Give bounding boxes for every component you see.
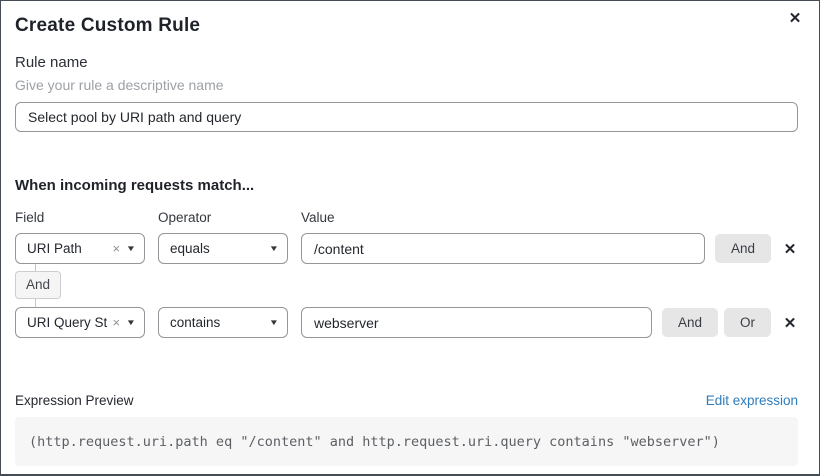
clear-field-icon[interactable]: × xyxy=(112,315,121,330)
and-button-row-2[interactable]: And xyxy=(661,308,718,337)
chevron-down-icon: ▼ xyxy=(125,318,137,327)
operator-select-2[interactable]: contains ▼ xyxy=(158,307,288,338)
chevron-down-icon: ▼ xyxy=(268,318,280,327)
close-icon[interactable]: ✕ xyxy=(784,8,806,30)
operator-select-2-value: contains xyxy=(170,315,221,330)
chevron-down-icon: ▼ xyxy=(125,244,137,253)
rule-name-input[interactable] xyxy=(15,102,798,132)
expression-code-preview: (http.request.uri.path eq "/content" and… xyxy=(15,417,798,466)
clear-field-icon[interactable]: × xyxy=(112,241,121,256)
delete-condition-2-icon[interactable]: ✕ xyxy=(783,314,797,332)
condition-column-labels: Field Operator Value xyxy=(15,210,798,225)
value-column-label: Value xyxy=(301,210,335,225)
chevron-down-icon: ▼ xyxy=(268,244,280,253)
rule-name-helper-text: Give your rule a descriptive name xyxy=(15,77,224,93)
field-column-label: Field xyxy=(15,210,45,225)
or-button-row-2[interactable]: Or xyxy=(724,308,771,337)
expression-preview-label: Expression Preview xyxy=(15,393,134,408)
condition-row-2: URI Query St... × ▼ contains ▼ And Or ✕ xyxy=(15,307,798,338)
operator-select-1-value: equals xyxy=(170,241,210,256)
field-select-2[interactable]: URI Query St... × ▼ xyxy=(15,307,145,338)
condition-connector: And xyxy=(15,264,798,307)
operator-select-1[interactable]: equals ▼ xyxy=(158,233,288,264)
expression-preview-header: Expression Preview Edit expression xyxy=(15,393,798,408)
operator-column-label: Operator xyxy=(158,210,212,225)
value-input-1[interactable] xyxy=(301,233,705,264)
connector-and-badge[interactable]: And xyxy=(15,271,62,299)
condition-row-1: URI Path × ▼ equals ▼ And ✕ xyxy=(15,233,798,264)
and-button-row-1[interactable]: And xyxy=(714,234,771,263)
field-select-2-value: URI Query St... xyxy=(27,315,108,330)
delete-condition-1-icon[interactable]: ✕ xyxy=(783,240,797,258)
field-select-1-value: URI Path xyxy=(27,241,82,256)
field-select-1[interactable]: URI Path × ▼ xyxy=(15,233,145,264)
row-1-logic-buttons: And xyxy=(714,234,771,263)
edit-expression-link[interactable]: Edit expression xyxy=(705,393,798,408)
row-2-logic-buttons: And Or xyxy=(661,308,771,337)
value-input-2[interactable] xyxy=(301,307,652,338)
match-section-heading: When incoming requests match... xyxy=(15,177,255,194)
dialog-title: Create Custom Rule xyxy=(15,15,201,36)
rule-name-label: Rule name xyxy=(15,54,88,71)
